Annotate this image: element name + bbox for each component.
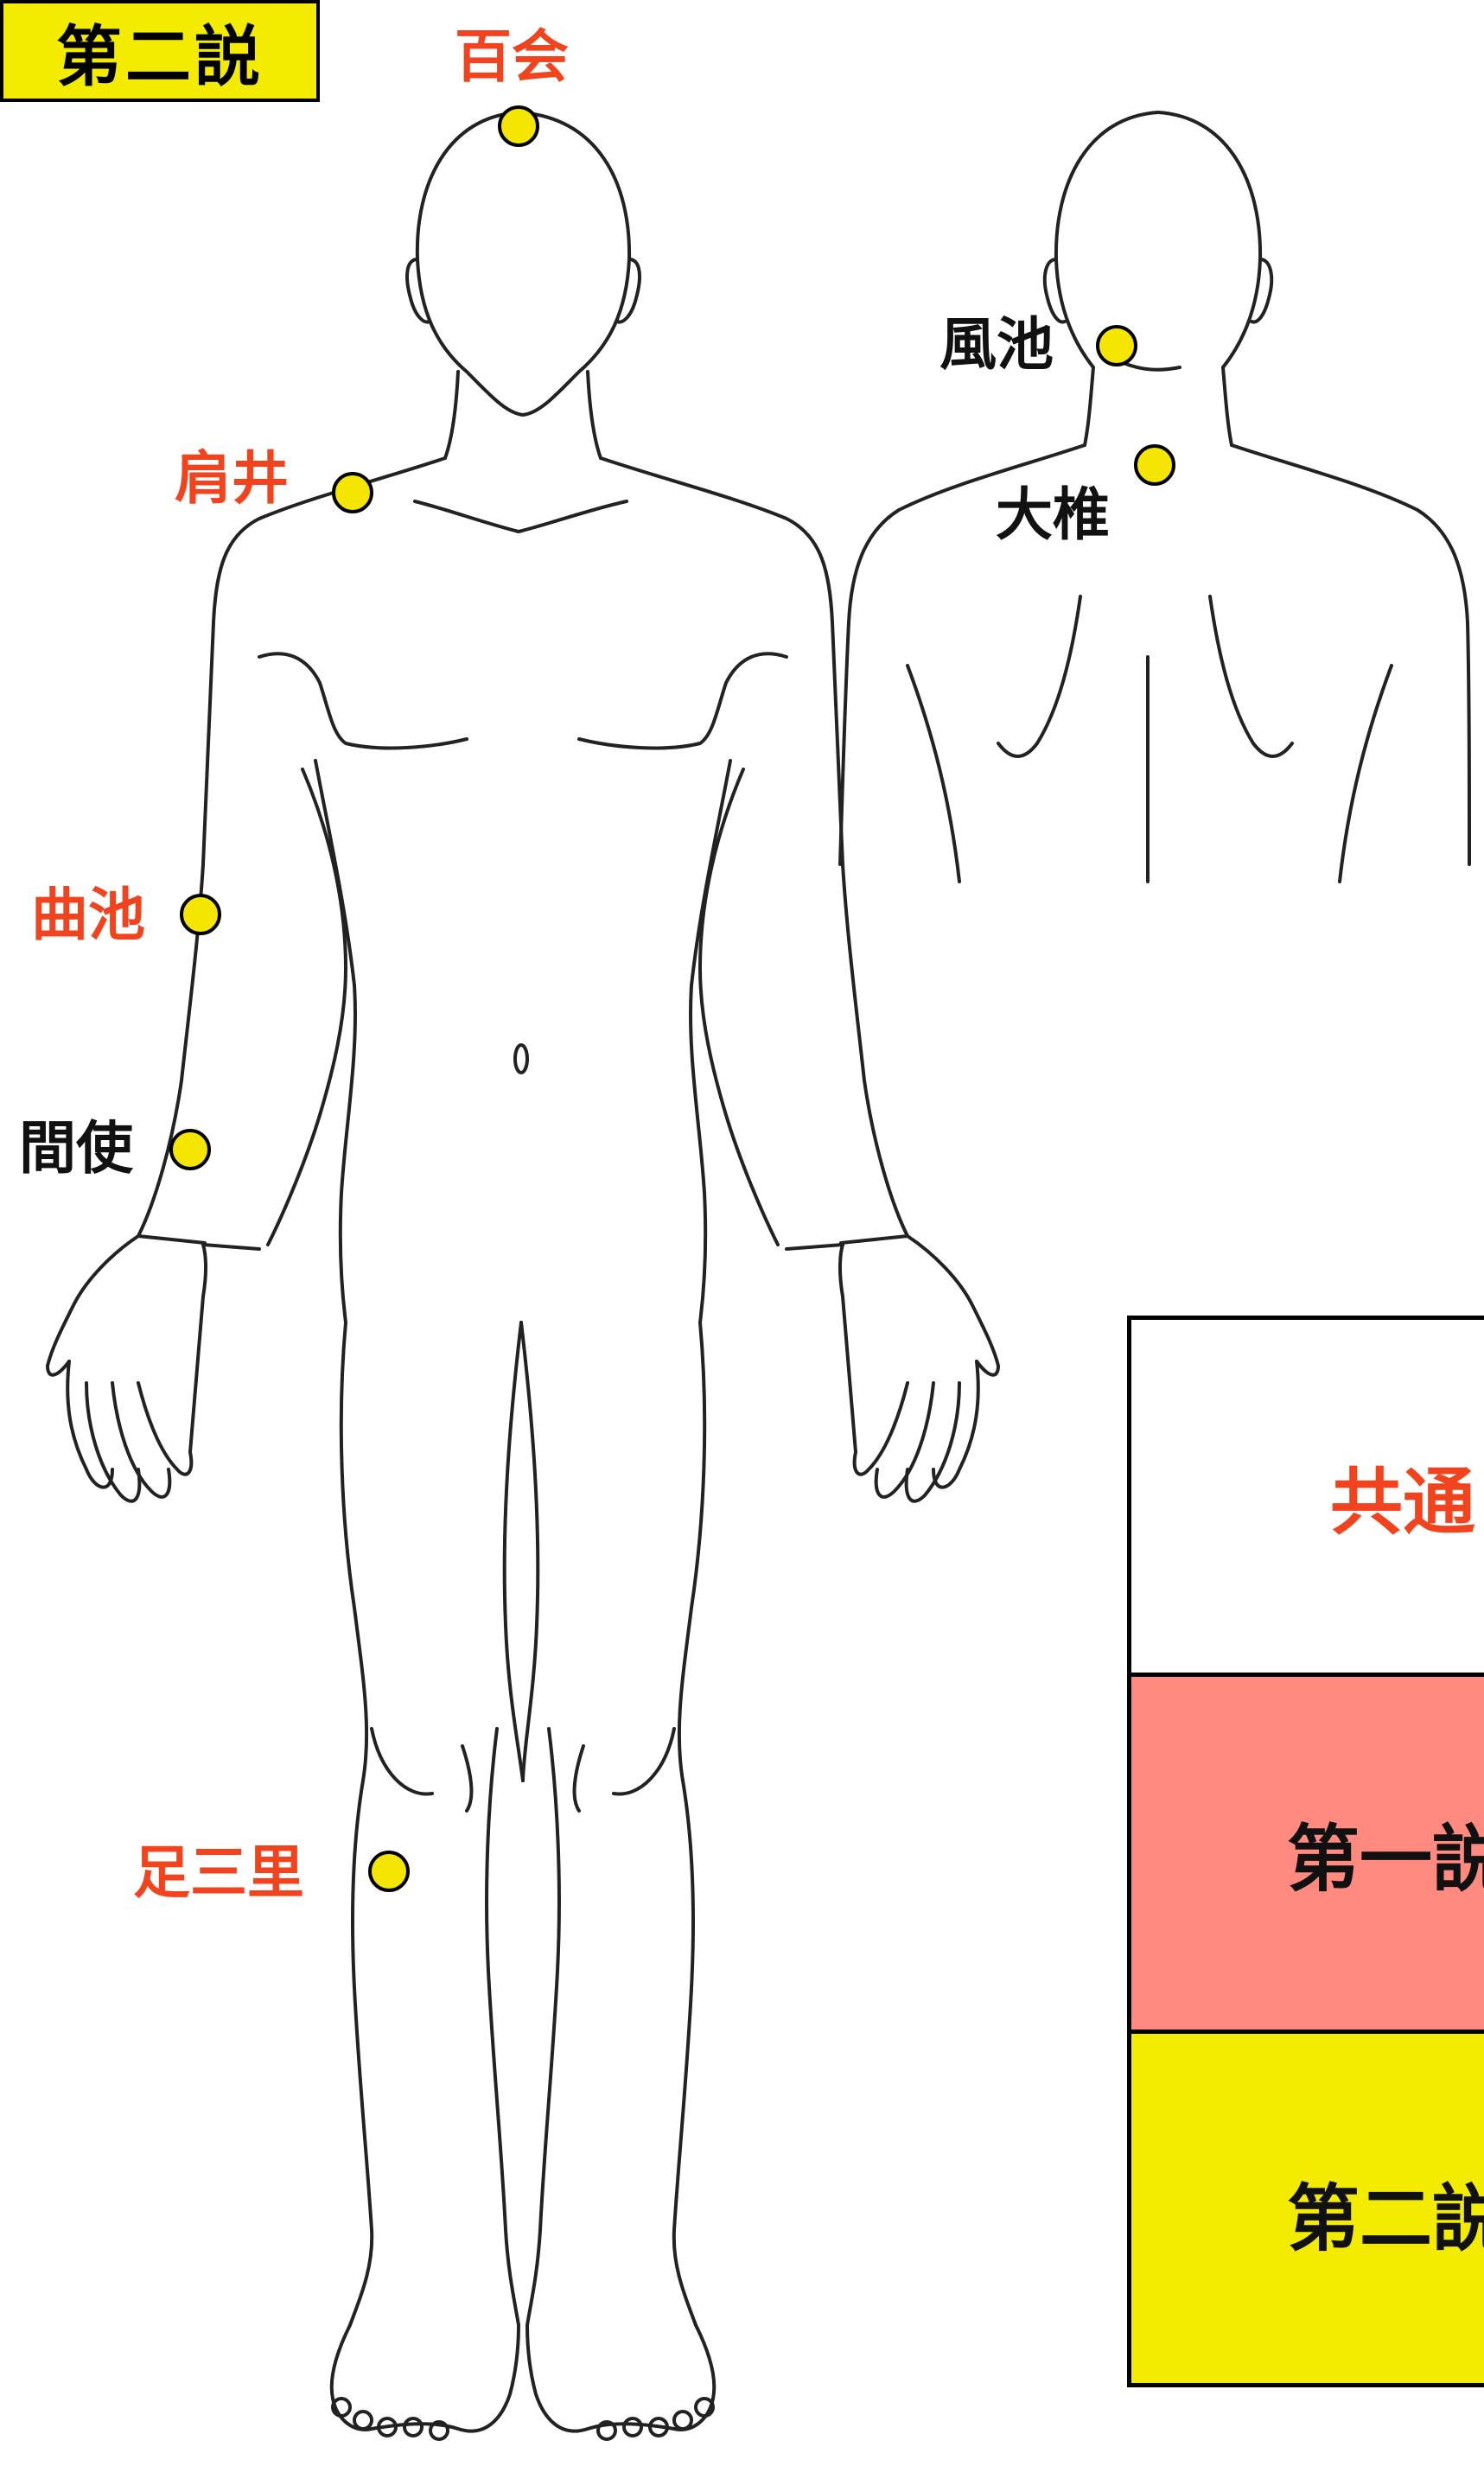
point-label-daitsui: 大椎 bbox=[996, 481, 1110, 548]
acupoint-hyakue[interactable] bbox=[498, 105, 539, 147]
acupoint-daitsui[interactable] bbox=[1134, 444, 1175, 486]
point-label-hyakue: 百会 bbox=[455, 22, 569, 90]
theory-badge: 第二説 bbox=[0, 0, 320, 102]
acupoint-kyokuchi[interactable] bbox=[180, 894, 221, 935]
acupoint-kanshi[interactable] bbox=[169, 1129, 211, 1170]
point-label-ashisanri: 足三里 bbox=[133, 1838, 304, 1906]
legend-table: 共通 第一説 第二説 bbox=[1127, 1316, 1484, 2387]
acupoint-kensei[interactable] bbox=[332, 472, 373, 513]
front-body-figure bbox=[46, 111, 1000, 2441]
legend-row-first: 第一説 bbox=[1131, 1677, 1484, 2034]
legend-label-first: 第一説 bbox=[1287, 1816, 1484, 1902]
back-body-figure bbox=[838, 111, 1471, 883]
point-label-kanshi: 間使 bbox=[19, 1114, 133, 1182]
point-label-kensei: 肩井 bbox=[175, 444, 289, 512]
legend-row-common: 共通 bbox=[1131, 1320, 1484, 1677]
acupoint-ashisanri[interactable] bbox=[368, 1851, 410, 1892]
legend-label-second: 第二説 bbox=[1287, 2176, 1484, 2261]
acupoint-fuchi[interactable] bbox=[1096, 325, 1137, 366]
legend-row-second: 第二説 bbox=[1131, 2034, 1484, 2383]
legend-label-common: 共通 bbox=[1330, 1459, 1476, 1545]
point-label-fuchi: 風池 bbox=[939, 310, 1054, 378]
point-label-kyokuchi: 曲池 bbox=[31, 881, 145, 948]
